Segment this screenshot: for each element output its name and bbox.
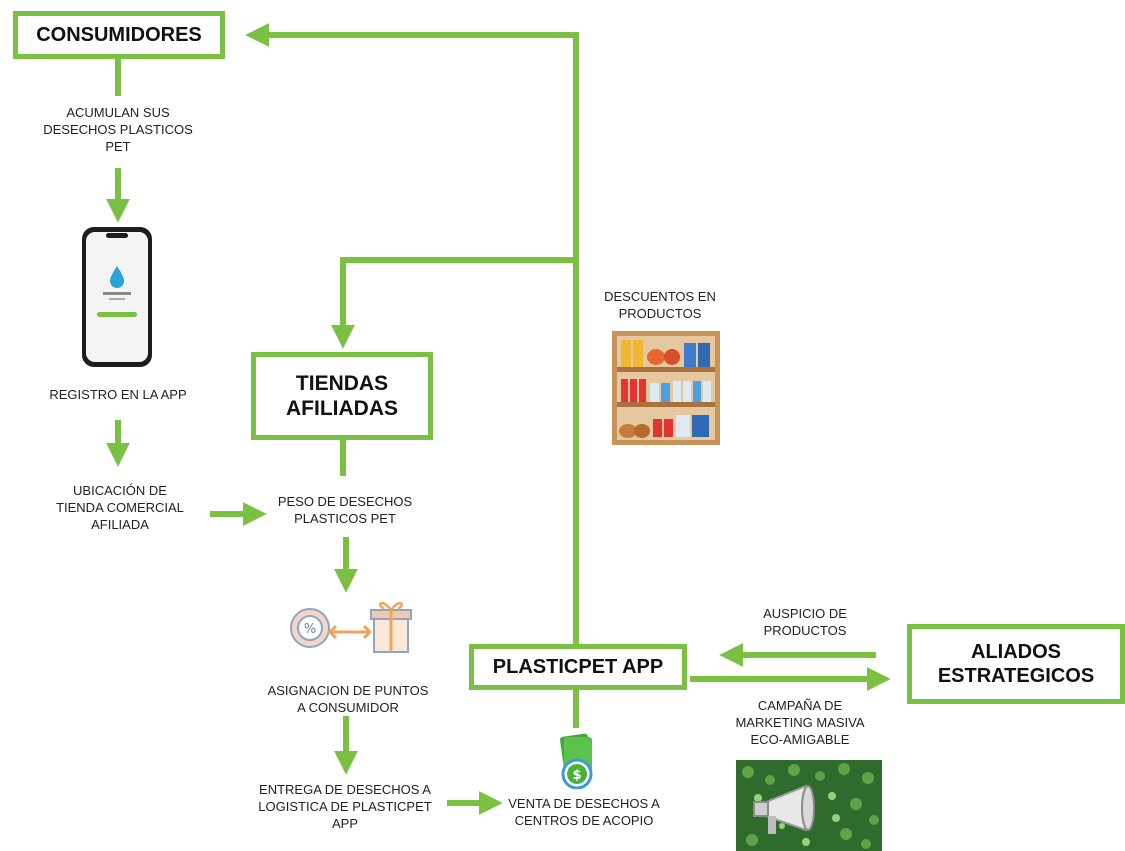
consumidores-label: CONSUMIDORES: [36, 24, 202, 46]
peso-label: PESO DE DESECHOS PLASTICOS PET: [277, 494, 413, 526]
aliados-estrategicos-label: ALIADOS ESTRATEGICOS: [937, 641, 1095, 687]
tiendas-afiliadas-label: TIENDAS AFILIADAS: [286, 371, 398, 420]
registro-label: REGISTRO EN LA APP: [49, 387, 187, 402]
arrow-plasticpet-to-consumidores: [245, 23, 579, 644]
plasticpet-app-label: PLASTICPET APP: [492, 656, 664, 678]
smartphone-icon: [82, 227, 152, 367]
venta-label: VENTA DE DESECHOS A CENTROS DE ACOPIO: [508, 796, 660, 828]
entrega-label: ENTREGA DE DESECHOS A LOGISTICA DE PLAST…: [258, 782, 432, 831]
svg-text:%: %: [304, 622, 316, 637]
acumulan-label: ACUMULAN SUS DESECHOS PLASTICOS PET: [43, 105, 193, 154]
descuentos-label: DESCUENTOS EN PRODUCTOS: [604, 289, 716, 321]
store-shelf-icon: [612, 331, 720, 445]
consumidores-box: CONSUMIDORES: [13, 11, 225, 59]
svg-text:$: $: [572, 768, 581, 783]
money-icon: $: [560, 733, 593, 789]
campana-label: CAMPAÑA DE MARKETING MASIVA ECO-AMIGABLE: [735, 698, 865, 747]
discount-gift-icon: %: [290, 601, 412, 653]
asignacion-label: ASIGNACION DE PUNTOS A CONSUMIDOR: [267, 683, 429, 715]
tiendas-afiliadas-box: TIENDAS AFILIADAS: [251, 352, 433, 440]
ubicacion-label: UBICACIÓN DE TIENDA COMERCIAL AFILIADA: [56, 483, 184, 532]
megaphone-icon: [736, 760, 882, 851]
plasticpet-app-box: PLASTICPET APP: [469, 644, 687, 690]
aliados-estrategicos-box: ALIADOS ESTRATEGICOS: [907, 624, 1125, 704]
arrow-plasticpet-to-tiendas: [331, 257, 576, 349]
auspicio-label: AUSPICIO DE PRODUCTOS: [763, 606, 847, 638]
